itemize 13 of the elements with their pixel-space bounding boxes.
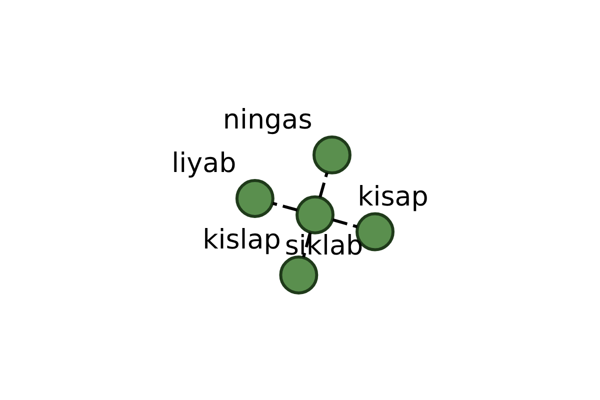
node-label: kislap (202, 224, 281, 256)
node-circle (312, 135, 352, 174)
node-label: kisap (358, 181, 428, 212)
node-label: siklab (284, 230, 364, 262)
node-circle (235, 179, 274, 218)
connector (302, 232, 312, 258)
connector (318, 172, 328, 198)
node-label: ningas (222, 104, 312, 136)
node-circle (279, 256, 318, 294)
connector (332, 218, 358, 228)
node-circle (296, 195, 334, 234)
connector (272, 202, 298, 212)
node-label: liyab (172, 148, 236, 180)
